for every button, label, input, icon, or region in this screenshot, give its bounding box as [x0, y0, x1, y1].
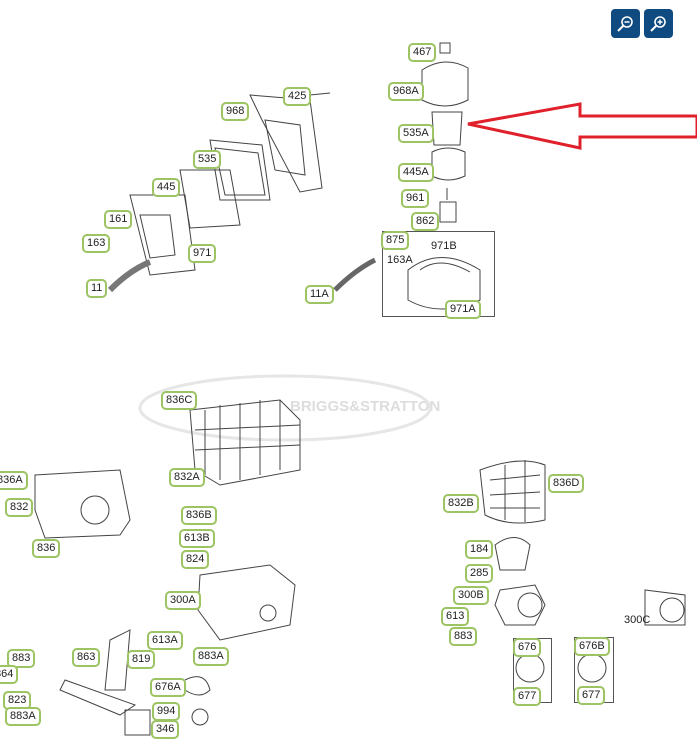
part-label-613B[interactable]: 613B	[179, 529, 215, 548]
part-label-836A[interactable]: 836A	[0, 471, 28, 490]
part-label-883[interactable]: 883	[7, 649, 36, 668]
part-label-883-2[interactable]: 883	[449, 627, 478, 646]
part-label-184[interactable]: 184	[465, 540, 494, 559]
part-label-832[interactable]: 832	[5, 498, 34, 517]
part-label-677-2[interactable]: 677	[577, 686, 606, 705]
part-label-11A[interactable]: 11A	[305, 285, 334, 304]
part-label-676A[interactable]: 676A	[150, 678, 186, 697]
part-label-883A[interactable]: 883A	[193, 647, 229, 666]
arrow-indicator	[467, 102, 697, 150]
part-label-968A[interactable]: 968A	[388, 82, 424, 101]
part-label-300A[interactable]: 300A	[165, 591, 201, 610]
part-label-819[interactable]: 819	[127, 650, 156, 669]
part-label-425[interactable]: 425	[283, 87, 312, 106]
part-label-535A[interactable]: 535A	[398, 124, 434, 143]
part-label-163[interactable]: 163	[82, 234, 111, 253]
part-label-346[interactable]: 346	[151, 720, 180, 739]
part-label-961[interactable]: 961	[401, 189, 430, 208]
zoom-out-icon	[617, 16, 633, 32]
part-label-285[interactable]: 285	[465, 564, 494, 583]
part-label-836C[interactable]: 836C	[161, 391, 198, 410]
part-label-875[interactable]: 875	[381, 231, 410, 250]
part-label-677[interactable]: 677	[513, 687, 542, 706]
part-label-11[interactable]: 11	[86, 279, 108, 298]
part-label-836D[interactable]: 836D	[548, 474, 585, 493]
part-label-832B[interactable]: 832B	[443, 494, 479, 513]
part-label-836B[interactable]: 836B	[181, 506, 217, 525]
part-label-161[interactable]: 161	[104, 210, 133, 229]
part-label-994[interactable]: 994	[152, 702, 181, 721]
part-label-613[interactable]: 613	[441, 607, 470, 626]
part-label-968[interactable]: 968	[221, 102, 250, 121]
part-label-300C[interactable]: 300C	[624, 614, 651, 626]
part-label-823[interactable]: 823	[3, 691, 32, 710]
part-label-836[interactable]: 836	[32, 539, 61, 558]
part-label-832A[interactable]: 832A	[169, 468, 205, 487]
part-label-862[interactable]: 862	[411, 212, 440, 231]
part-label-613A[interactable]: 613A	[147, 631, 183, 650]
part-label-676[interactable]: 676	[513, 638, 542, 657]
part-label-445A[interactable]: 445A	[398, 163, 434, 182]
part-label-883A-2[interactable]: 883A	[5, 707, 41, 726]
part-label-535[interactable]: 535	[193, 150, 222, 169]
part-label-971[interactable]: 971	[188, 244, 217, 263]
part-label-445[interactable]: 445	[152, 178, 181, 197]
part-label-300B[interactable]: 300B	[453, 586, 489, 605]
part-label-824[interactable]: 824	[181, 550, 210, 569]
group-box-875	[382, 231, 495, 317]
part-label-971A[interactable]: 971A	[445, 300, 481, 319]
zoom-in-icon	[650, 16, 666, 32]
part-label-467[interactable]: 467	[408, 43, 437, 62]
zoom-out-button[interactable]	[611, 9, 640, 38]
part-label-971B[interactable]: 971B	[431, 240, 457, 252]
part-label-864[interactable]: 864	[0, 665, 19, 684]
part-label-163A[interactable]: 163A	[387, 254, 413, 266]
part-label-676B[interactable]: 676B	[574, 637, 610, 656]
watermark-logo: BRIGGS&STRATTON	[290, 398, 441, 415]
zoom-in-button[interactable]	[644, 9, 673, 38]
part-label-863[interactable]: 863	[72, 648, 101, 667]
